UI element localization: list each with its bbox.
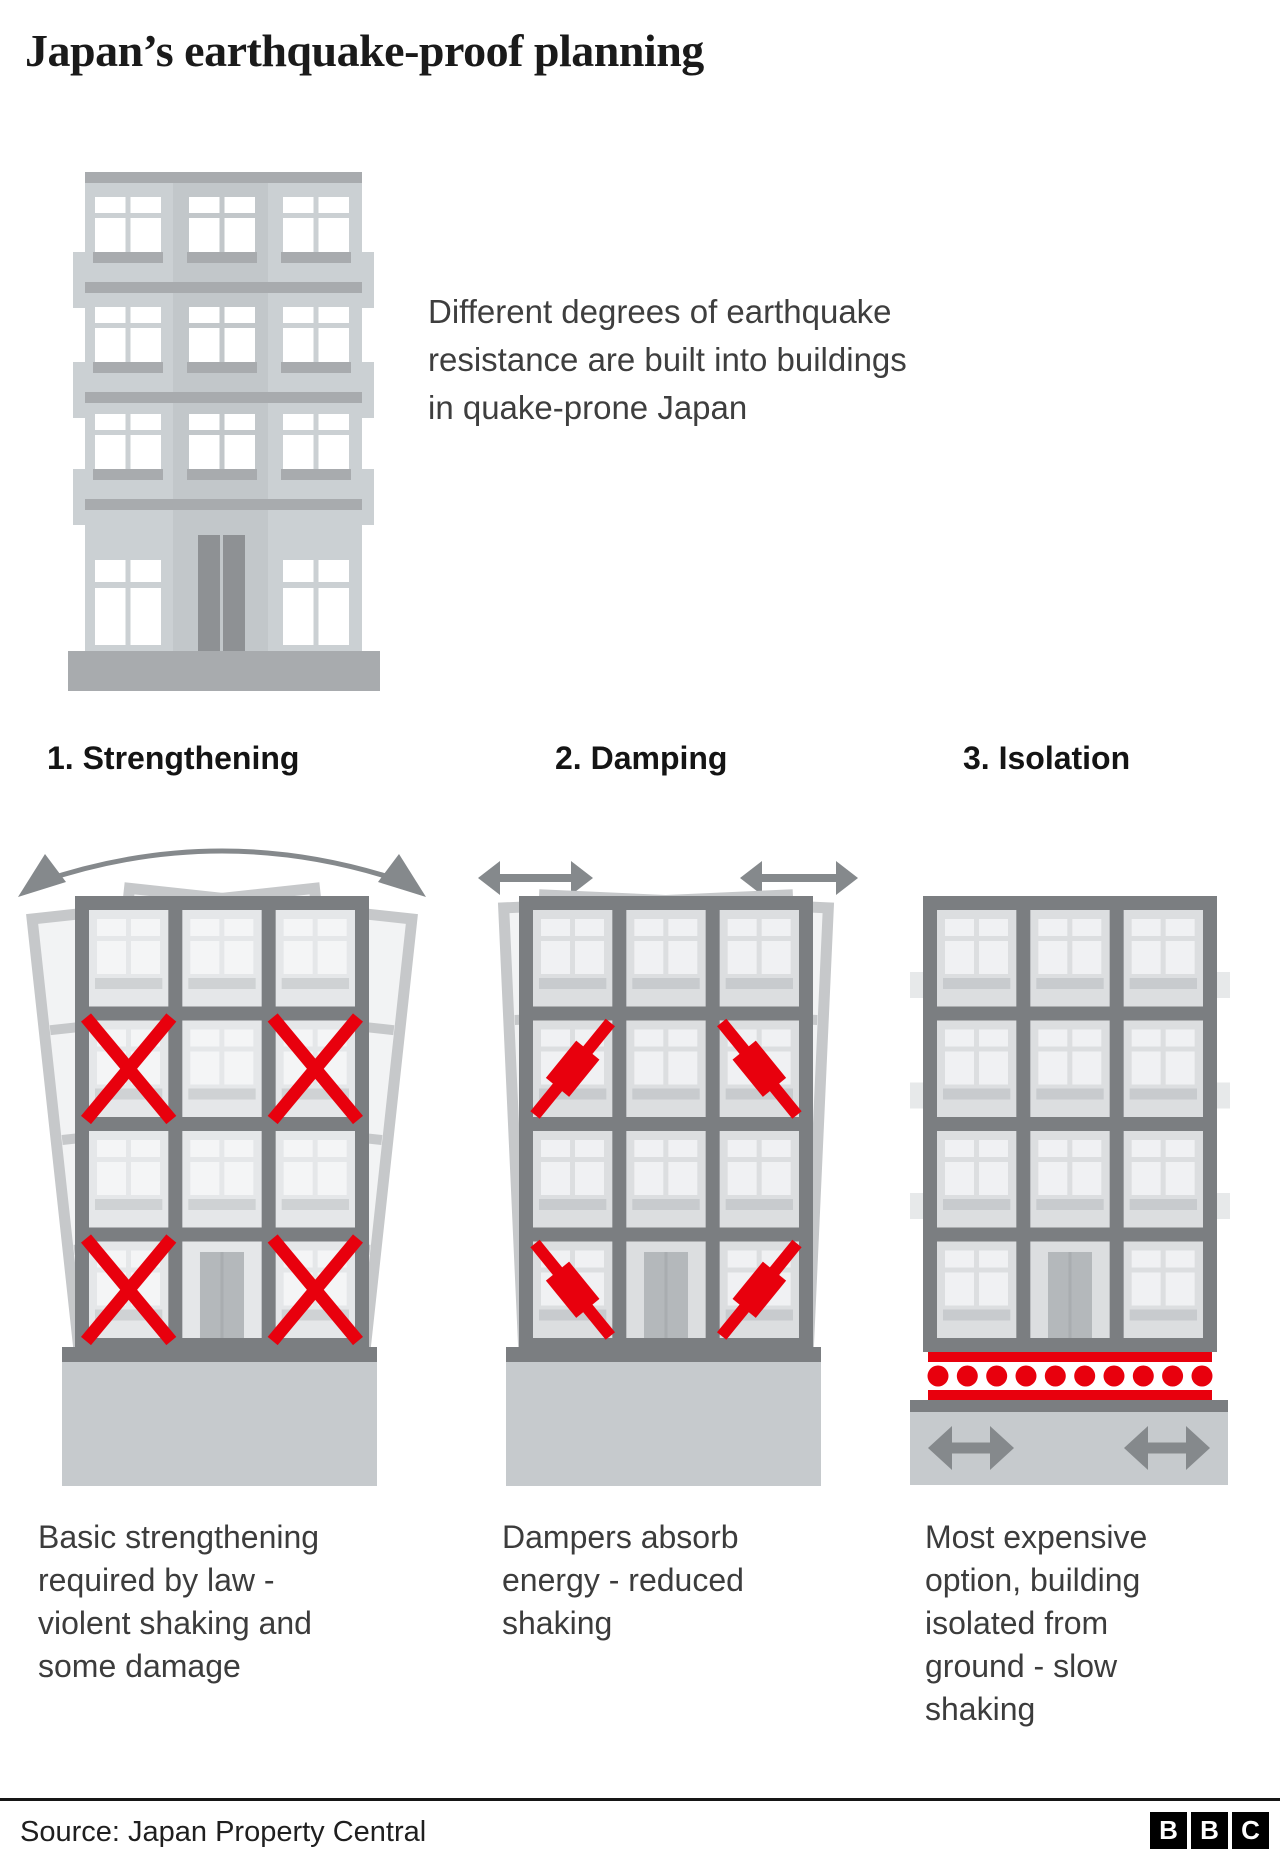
intro-building-illustration [68,172,380,691]
bbc-logo-block: B [1191,1812,1228,1849]
x-brace-icon [267,1013,363,1125]
damper-icon [717,1239,802,1340]
section-header-isolation: 3. Isolation [963,740,1131,776]
x-brace-icon [81,1234,177,1346]
shake-arrow-icon [740,861,858,895]
footer-divider [0,1798,1280,1801]
x-brace-icon [81,1013,177,1125]
page-title: Japan’s earthquake-proof planning [25,25,704,76]
section-header-damping: 2. Damping [555,740,728,776]
damping-diagram [478,861,858,1486]
damper-icon [530,1239,615,1340]
x-brace-icon [267,1234,363,1346]
ground-shake-arrow-icon [928,1426,1014,1470]
caption-damping: Dampers absorb energy - reduced shaking [502,1519,744,1641]
damper-icon [530,1018,615,1119]
bbc-logo-block: B [1150,1812,1187,1849]
caption-strengthening: Basic strengthening required by law - vi… [38,1519,320,1684]
caption-isolation: Most expensive option, building isolated… [925,1519,1148,1727]
damper-icon [717,1018,802,1119]
bbc-logo-block: C [1232,1812,1269,1849]
isolation-diagram [910,896,1230,1485]
intro-text: Different degrees of earthquake resistan… [428,293,907,426]
section-header-strengthening: 1. Strengthening [47,740,300,776]
strengthening-diagram [18,848,426,1486]
ground-shake-arrow-icon [1124,1426,1210,1470]
isolation-bearing-layer [927,1352,1213,1400]
sway-arc-arrow-icon [18,848,426,897]
bbc-logo: B B C [1150,1812,1269,1849]
shake-arrow-icon [478,861,593,895]
source-credit: Source: Japan Property Central [20,1816,427,1848]
